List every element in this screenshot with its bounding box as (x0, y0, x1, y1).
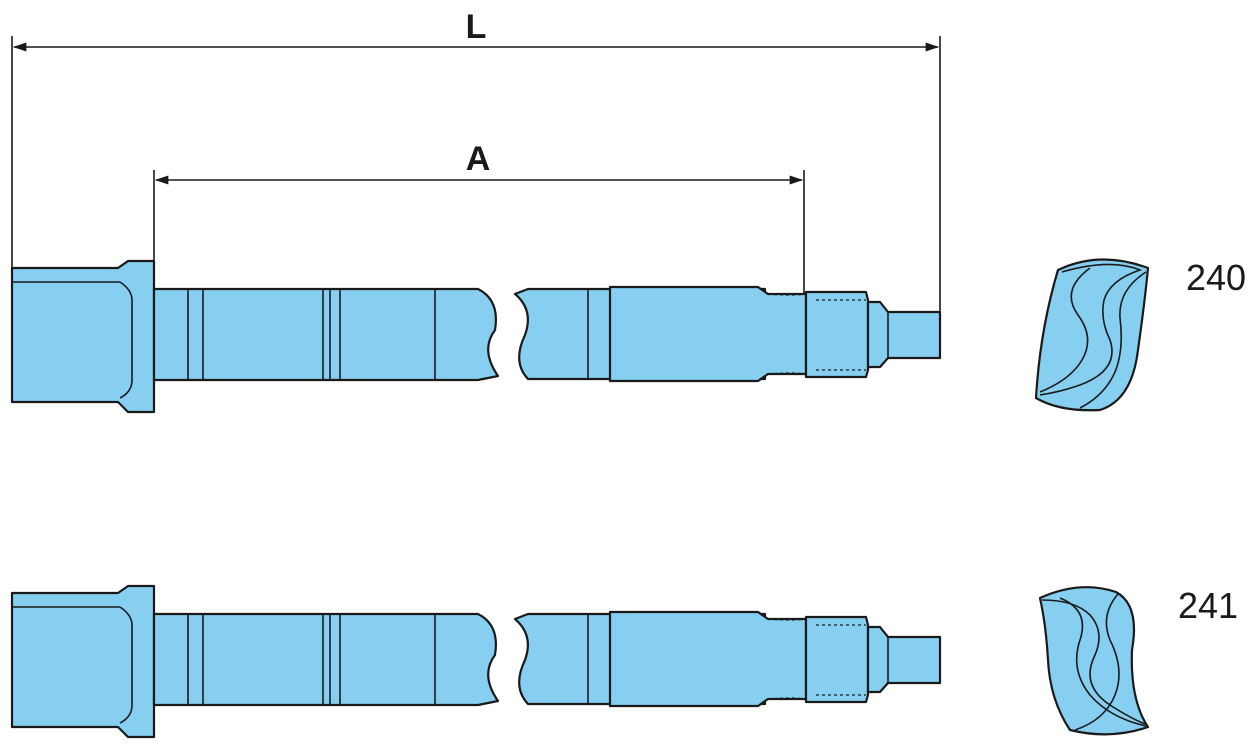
shaft-240 (10, 259, 942, 414)
dimension-a-label: A (466, 140, 491, 178)
dimension-l-label: L (466, 8, 487, 46)
variant-240-label: 240 (1186, 257, 1246, 298)
end-profile-241 (1038, 586, 1150, 736)
end-profile-240 (1034, 258, 1150, 412)
shaft-241 (10, 584, 942, 739)
dimension-a: A (153, 140, 805, 294)
dimension-l: L (11, 8, 941, 312)
variant-241-label: 241 (1178, 585, 1238, 626)
